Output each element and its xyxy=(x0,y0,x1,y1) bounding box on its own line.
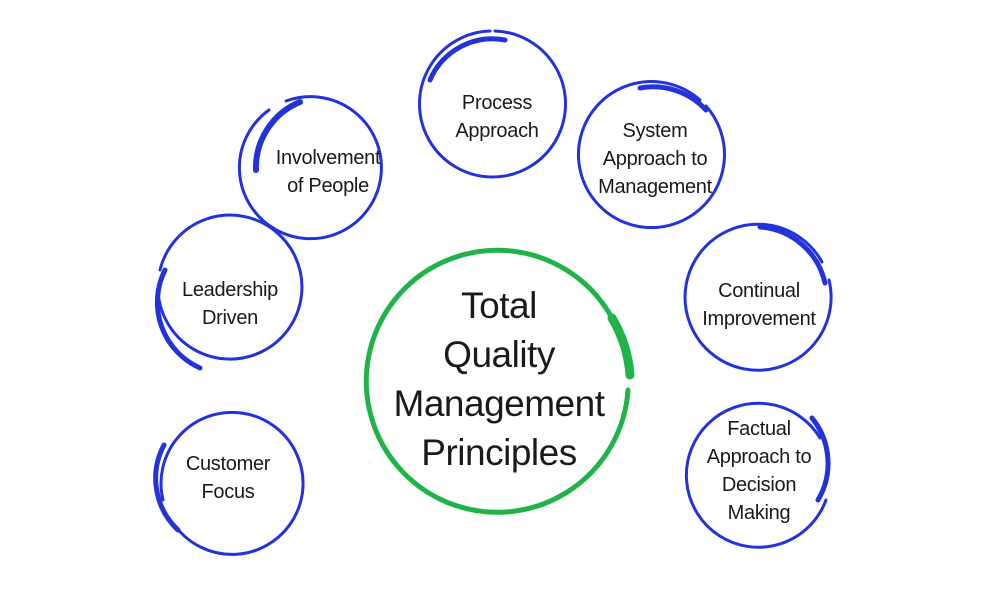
principle-line: Approach to xyxy=(706,446,812,468)
ring-process-approach xyxy=(418,29,567,179)
ring-customer-focus xyxy=(153,410,305,556)
principle-line: Approach xyxy=(455,120,539,142)
center-ring xyxy=(363,247,635,515)
principle-line: Involvement xyxy=(275,147,381,169)
principle-line: of People xyxy=(287,175,369,197)
principle-system-approach: System Approach to Management xyxy=(582,86,728,232)
principle-continual-improvement: Continual Improvement xyxy=(686,232,832,378)
principle-line: Management xyxy=(598,176,712,198)
principle-involvement-of-people: Involvement of People xyxy=(256,100,400,244)
center-line: Management xyxy=(393,383,605,424)
principle-customer-focus: Customer Focus xyxy=(158,408,298,548)
center-line: Principles xyxy=(421,432,577,473)
principle-line: Continual xyxy=(718,280,800,302)
principle-leadership-driven: Leadership Driven xyxy=(158,232,302,376)
principle-line: Customer xyxy=(185,453,271,475)
principle-line: Making xyxy=(727,502,791,524)
ring-factual-approach xyxy=(684,401,831,549)
principle-line: Focus xyxy=(201,481,255,503)
center-line: Quality xyxy=(443,334,555,375)
principle-line: Leadership xyxy=(182,279,278,301)
principle-line: Approach to xyxy=(602,148,708,170)
center-line: Total xyxy=(461,285,537,326)
principle-line: Process xyxy=(461,92,533,114)
principle-line: Factual xyxy=(727,418,791,440)
ring-system-approach xyxy=(576,80,726,230)
principle-line: Improvement xyxy=(702,308,816,330)
ring-continual-improvement xyxy=(683,222,833,372)
ring-involvement-of-people xyxy=(237,95,383,241)
ring-leadership-driven xyxy=(154,213,304,371)
principle-line: System xyxy=(622,120,688,142)
principle-line: Driven xyxy=(202,307,258,329)
principle-process-approach: Process Approach xyxy=(424,44,570,190)
principle-factual-approach: Factual Approach to Decision Making xyxy=(686,398,832,544)
center-title: Total Quality Management Principles xyxy=(368,248,630,510)
principle-line: Decision xyxy=(721,474,797,496)
